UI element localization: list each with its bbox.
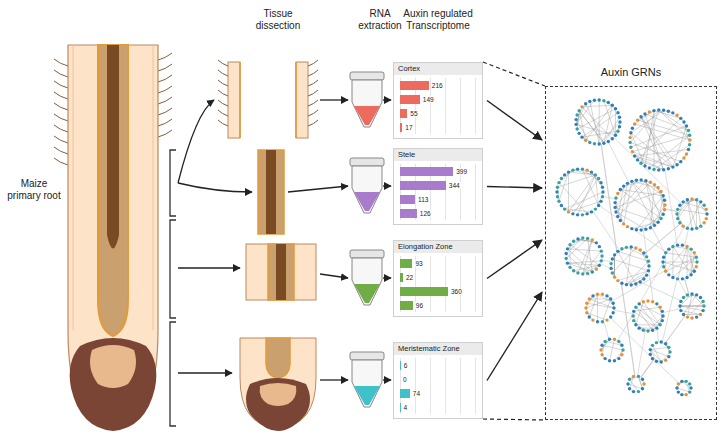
gene-network [555, 98, 708, 396]
bar-row: 4 [400, 400, 478, 414]
flow-arrow [178, 100, 391, 380]
zoom-line [483, 419, 545, 420]
bar-chart-panel: Meristematic Zone 6 0 744 [393, 342, 483, 419]
column-heading: Auxin regulated Transcriptome [390, 8, 486, 31]
bar-row: 126 [400, 206, 478, 220]
bar-value: 149 [422, 96, 435, 103]
bar-value: 0 [402, 376, 408, 383]
count-bar [400, 95, 420, 104]
panel-title: Cortex [394, 63, 482, 75]
bar-value: 4 [403, 404, 409, 411]
bar-row: 6 [400, 358, 478, 372]
count-bar [400, 123, 402, 132]
bar-value: 93 [414, 260, 423, 267]
bar-chart-panel: Elongation Zone 9322 360 96 [393, 240, 483, 317]
flow-arrow [487, 187, 542, 189]
count-bar [400, 287, 448, 296]
dashed-frame [545, 86, 717, 420]
bar-row: 96 [400, 298, 478, 312]
count-bar [400, 273, 403, 282]
bar-row: 360 [400, 284, 478, 298]
panel-title: Elongation Zone [394, 241, 482, 253]
flow-arrow [487, 240, 542, 279]
count-bar [400, 167, 453, 176]
bar-value: 399 [455, 168, 468, 175]
zone-bracket [170, 150, 176, 426]
meristem-tissue [240, 338, 316, 431]
bar-chart-panel: Stele 399 344 113 126 [393, 148, 483, 225]
bar-value: 22 [405, 274, 414, 281]
flow-arrow [487, 292, 542, 381]
bar-value: 113 [417, 196, 429, 203]
bar-value: 344 [448, 182, 461, 189]
count-bar [400, 259, 412, 268]
count-bar [400, 301, 413, 310]
bar-row: 216 [400, 78, 478, 92]
zoom-line [483, 62, 545, 86]
bar-area: 6 0 744 [400, 358, 478, 414]
bar-chart-panel: Cortex 216 149 55 17 [393, 62, 483, 139]
count-bar [400, 209, 417, 218]
column-heading: RNA extraction [348, 8, 412, 31]
bar-row: 93 [400, 256, 478, 270]
count-bar [400, 403, 401, 412]
bar-row: 113 [400, 192, 478, 206]
column-heading: Tissue dissection [246, 8, 310, 31]
cortex-tissue [218, 60, 318, 138]
bar-area: 399 344 113 126 [400, 164, 478, 220]
bar-value: 55 [409, 110, 418, 117]
maize-root [68, 45, 158, 431]
column-heading: Maize primary root [4, 178, 64, 201]
bar-value: 6 [403, 362, 409, 369]
network-title: Auxin GRNs [545, 62, 717, 82]
bar-value: 96 [415, 302, 424, 309]
count-bar [400, 81, 429, 90]
elongation-tissue [246, 244, 316, 300]
bar-area: 216 149 55 17 [400, 78, 478, 134]
bar-value: 74 [412, 390, 421, 397]
bar-value: 360 [450, 288, 463, 295]
bar-value: 17 [404, 124, 413, 131]
bar-row: 22 [400, 270, 478, 284]
bar-value: 126 [419, 210, 432, 217]
bar-row: 74 [400, 386, 478, 400]
network-box: Auxin GRNs [545, 62, 717, 420]
flow-arrow [487, 101, 542, 141]
bar-row: 55 [400, 106, 478, 120]
bar-row: 344 [400, 178, 478, 192]
bar-row: 17 [400, 120, 478, 134]
count-bar [400, 181, 446, 190]
panel-title: Meristematic Zone [394, 343, 482, 355]
rna-tube [350, 72, 384, 407]
stele-tissue [258, 150, 284, 234]
bar-value: 216 [431, 82, 444, 89]
bar-row: 149 [400, 92, 478, 106]
bar-area: 9322 360 96 [400, 256, 478, 312]
count-bar [400, 195, 415, 204]
bar-row: 399 [400, 164, 478, 178]
count-bar [400, 109, 407, 118]
count-bar [400, 389, 410, 398]
panel-title: Stele [394, 149, 482, 161]
count-bar [400, 361, 401, 370]
bar-row: 0 [400, 372, 478, 386]
